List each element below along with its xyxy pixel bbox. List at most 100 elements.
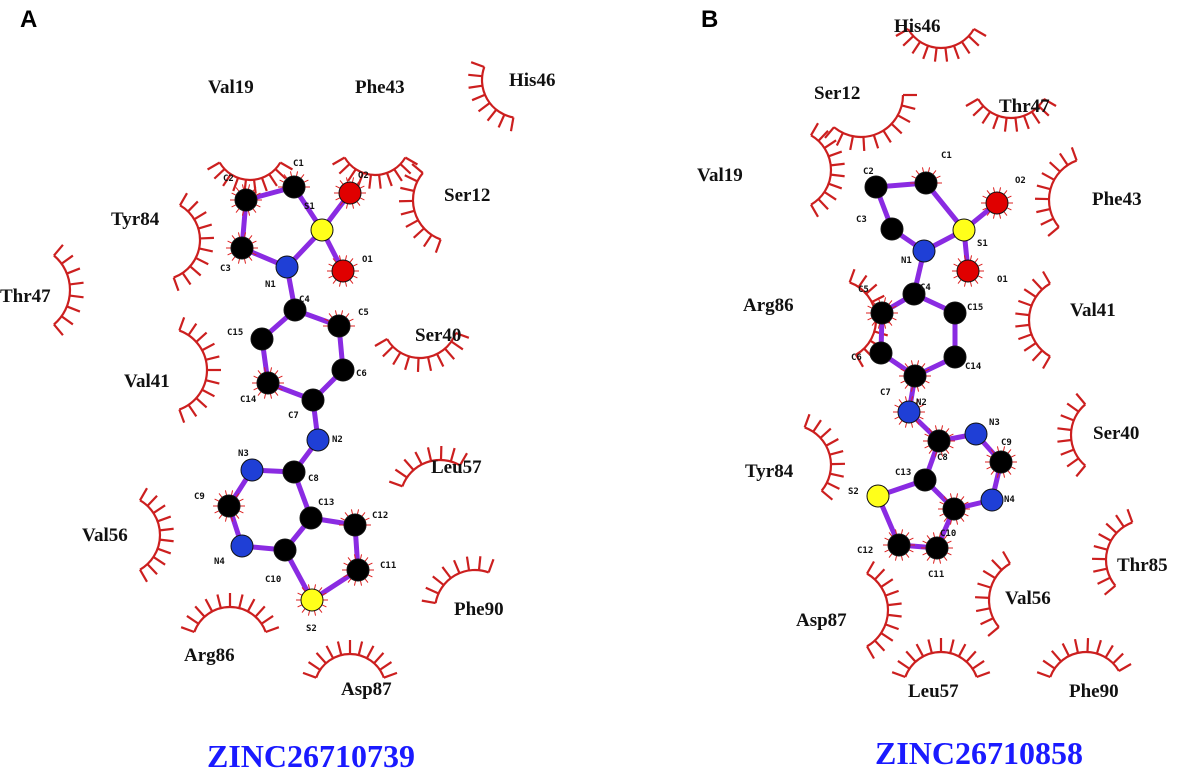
hydrophobic-arc <box>1034 147 1078 237</box>
hydrophobic-arc <box>1036 637 1132 679</box>
hydrophobic-arc <box>398 163 442 253</box>
hydrophobic-arc <box>180 593 280 634</box>
residue-label: Val56 <box>1005 588 1051 609</box>
residue-label: Val19 <box>208 77 254 98</box>
atom-label: O2 <box>1015 176 1026 186</box>
atom-label: S1 <box>977 239 988 249</box>
hydrophobic-arc <box>374 331 470 373</box>
residue-label: Val41 <box>124 371 170 392</box>
atom-label: N4 <box>1004 495 1015 505</box>
atom <box>230 534 254 558</box>
residue-label: Ser12 <box>814 83 860 104</box>
atom-label: N1 <box>265 280 276 290</box>
residue-label: Tyr84 <box>745 461 794 482</box>
atom-label: C7 <box>880 388 891 398</box>
atom-label: C10 <box>940 529 956 539</box>
residue-label: His46 <box>509 70 555 91</box>
atom <box>943 301 967 325</box>
atom-label: C8 <box>937 453 948 463</box>
atom <box>306 428 330 452</box>
residue-label: Phe90 <box>454 599 504 620</box>
atom-label: N3 <box>989 418 1000 428</box>
residue-label: Ser40 <box>1093 423 1139 444</box>
atom-label: S2 <box>306 624 317 634</box>
atom-label: C13 <box>318 498 334 508</box>
atom-label: C14 <box>965 362 982 372</box>
residue-label: Val41 <box>1070 300 1116 321</box>
atom-label: N4 <box>214 557 225 567</box>
residue-labels: His46 Ser12 Thr47 Val19 Phe43 Arg86 Val4… <box>697 16 1168 702</box>
hydrophobic-arc <box>803 413 846 501</box>
atom-label: C9 <box>1001 438 1012 448</box>
atom-label: C2 <box>223 174 234 184</box>
atom <box>334 177 366 209</box>
hydrophobic-arc <box>824 93 917 151</box>
atom <box>230 184 262 216</box>
hydrophobic-arc <box>810 122 845 218</box>
atom-label: N2 <box>332 435 343 445</box>
atom <box>964 422 988 446</box>
residue-label: Arg86 <box>184 645 235 666</box>
hydrophobic-arc <box>1091 508 1134 596</box>
residue-label: Asp87 <box>341 679 392 700</box>
atom <box>273 538 297 562</box>
atom <box>980 488 1004 512</box>
hydrophobic-arc <box>178 317 221 423</box>
hydrophobic-arc <box>302 640 398 679</box>
atom <box>923 425 955 457</box>
residue-label: Arg86 <box>743 295 794 316</box>
atom <box>866 297 898 329</box>
hydrophobic-arc <box>866 560 902 660</box>
atom <box>880 217 904 241</box>
atom <box>301 388 325 412</box>
atom-label: N2 <box>916 398 927 408</box>
residue-labels: Val19 Phe43 His46 Ser12 Tyr84 Thr47 Ser4… <box>0 70 555 700</box>
atom-label: C4 <box>299 295 310 305</box>
atom-label: C12 <box>372 511 388 521</box>
hydrophobic-contacts <box>53 61 515 679</box>
atom-label: C7 <box>288 411 299 421</box>
atom-label: C6 <box>356 369 367 379</box>
atom-label: C10 <box>265 575 281 585</box>
residue-label: Phe43 <box>1092 189 1142 210</box>
atom <box>299 506 323 530</box>
atom <box>981 187 1013 219</box>
atom-label: S1 <box>304 202 315 212</box>
atom-label: C13 <box>895 468 911 478</box>
atom <box>952 255 984 287</box>
atom <box>913 468 937 492</box>
atom <box>864 175 888 199</box>
atom <box>899 360 931 392</box>
atom-label: C1 <box>941 151 952 161</box>
atom-label: O1 <box>997 275 1008 285</box>
atom <box>275 255 299 279</box>
atom-label: C3 <box>220 264 231 274</box>
panel-b: B His46 Ser12 Thr47 Val19 Phe43 Arg86 Va… <box>591 0 1182 777</box>
hydrophobic-arc <box>891 638 991 679</box>
atom <box>938 493 970 525</box>
atom-label: C2 <box>863 167 874 177</box>
compound-id: ZINC26710739 <box>207 738 415 774</box>
hydrophobic-arc <box>1057 392 1087 478</box>
atom-label: O1 <box>362 255 373 265</box>
atom <box>327 255 359 287</box>
hydrophobic-arc <box>895 28 987 62</box>
atom <box>902 282 926 306</box>
residue-label: Val19 <box>697 165 743 186</box>
atom <box>296 584 328 616</box>
atom <box>883 529 915 561</box>
atom-label: C4 <box>920 283 931 293</box>
hydrophobic-arc <box>139 487 174 583</box>
atom <box>866 484 890 508</box>
residue-label: Asp87 <box>796 610 847 631</box>
atom <box>213 490 245 522</box>
atom <box>252 367 284 399</box>
atom-label: C14 <box>240 395 257 405</box>
atom <box>339 509 371 537</box>
hydrophobic-arc <box>53 244 84 336</box>
atom-labels: C1 C2 O2 S1 C3 O1 N1 C4 C5 C15 C6 C14 C7… <box>194 159 396 634</box>
atom-label: C9 <box>194 492 205 502</box>
hydrophobic-arc <box>1015 270 1051 370</box>
atom-label: O2 <box>358 171 369 181</box>
residue-label: Tyr84 <box>111 209 160 230</box>
